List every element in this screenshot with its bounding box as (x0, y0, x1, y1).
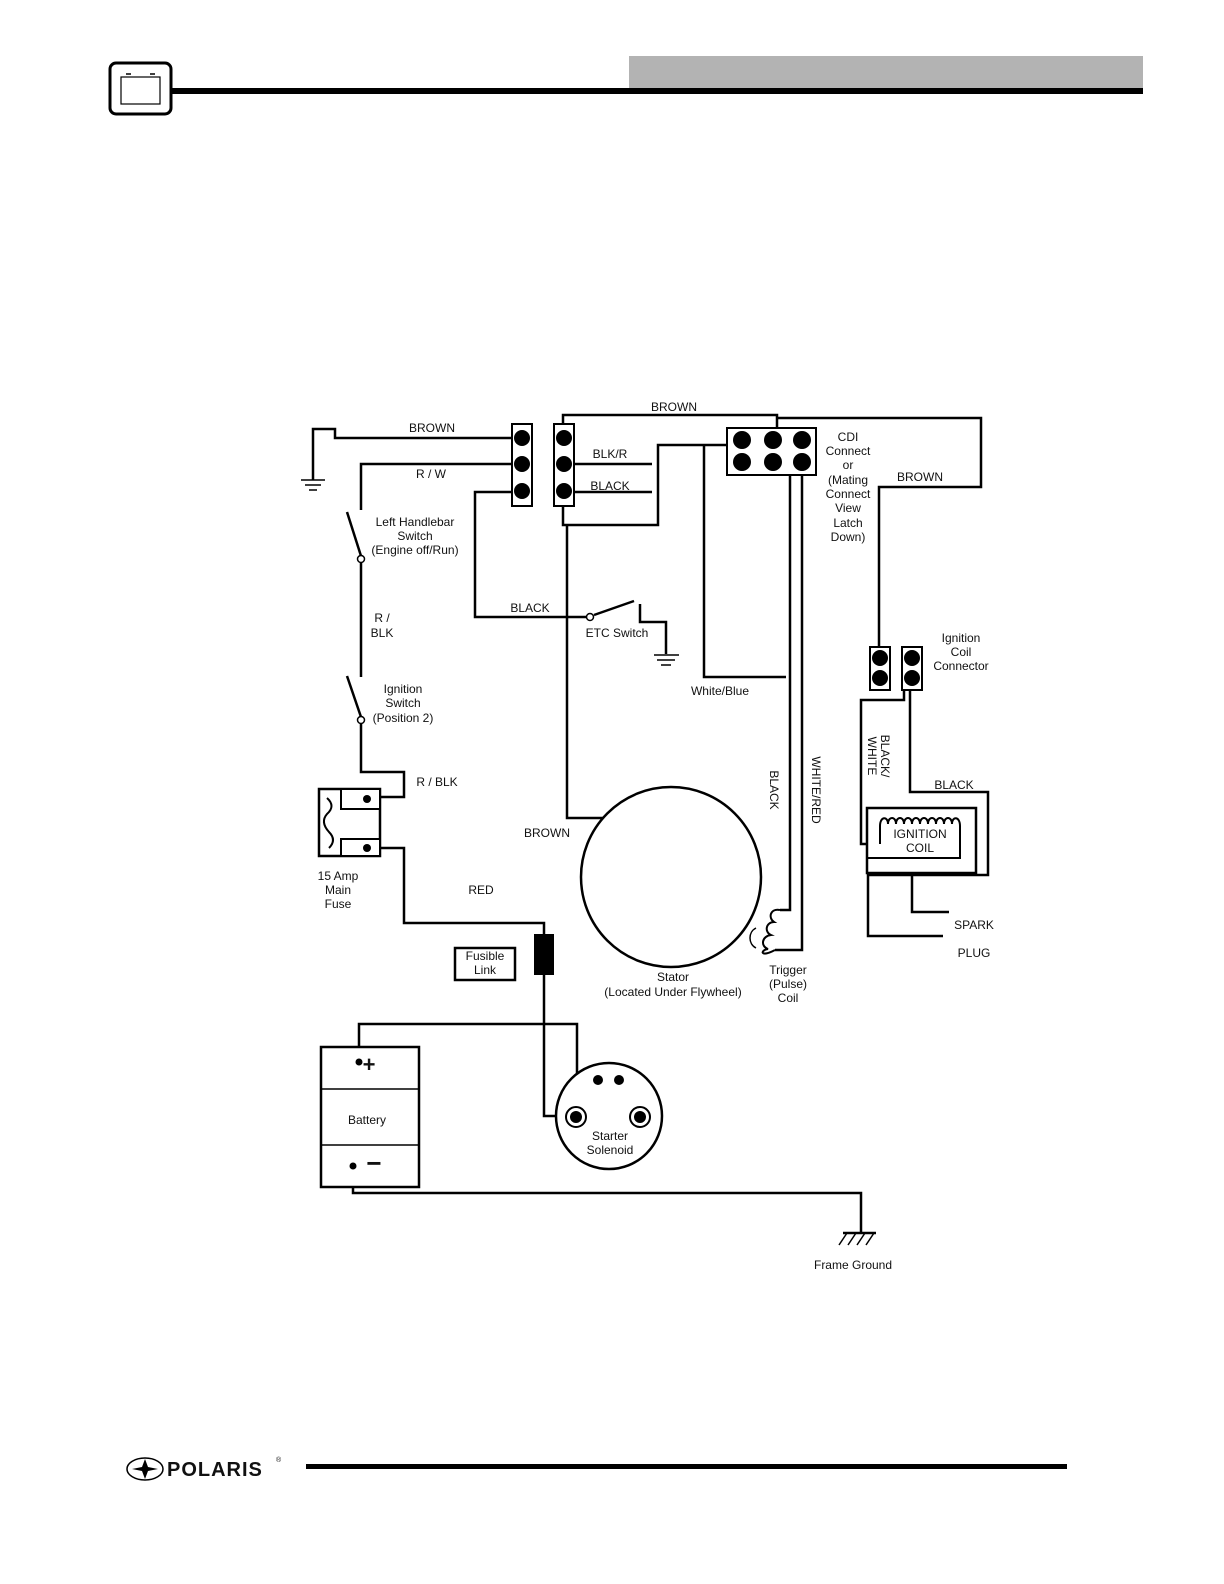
svg-text:Connect: Connect (826, 487, 871, 501)
svg-text:BLACK/: BLACK/ (878, 735, 892, 778)
ground-symbol-etc (638, 612, 679, 666)
svg-text:(Mating: (Mating (828, 473, 868, 487)
svg-text:WHITE: WHITE (865, 737, 879, 776)
polaris-registered-mark: ® (276, 1456, 282, 1464)
footer-rule (306, 1464, 1067, 1469)
label-stator: Stator (Located Under Flywheel) (604, 970, 741, 999)
svg-text:or: or (843, 458, 854, 472)
label-brown-right: BROWN (897, 470, 943, 484)
polaris-logo: POLARIS ® (126, 1456, 282, 1481)
starter-solenoid (554, 1061, 664, 1171)
connector-right-3pin (553, 423, 575, 507)
svg-text:Fusible: Fusible (466, 949, 505, 963)
svg-text:Down): Down) (831, 530, 866, 544)
svg-text:Switch: Switch (397, 529, 432, 543)
header-rule (172, 88, 1143, 94)
connector-left-3pin (511, 423, 533, 507)
label-starter-solenoid: Starter Solenoid (587, 1129, 634, 1157)
label-r-blk-low: R / BLK (416, 775, 457, 789)
label-spark: SPARK (954, 918, 994, 932)
label-black-coil: BLACK (934, 778, 973, 792)
main-fuse (317, 787, 382, 858)
label-black-vertical: BLACK (767, 770, 781, 809)
fusible-link (453, 934, 554, 982)
label-blkr: BLK/R (593, 447, 628, 461)
frame-ground-symbol (838, 1231, 876, 1246)
svg-text:(Pulse): (Pulse) (769, 977, 807, 991)
label-rw: R / W (416, 467, 447, 481)
svg-text:COIL: COIL (906, 841, 934, 855)
svg-text:Ignition: Ignition (384, 682, 423, 696)
label-etc-switch: ETC Switch (586, 626, 649, 640)
svg-text:Latch: Latch (833, 516, 862, 530)
etc-switch (585, 599, 642, 622)
label-fusible-link: Fusible Link (466, 949, 505, 977)
svg-text:R /: R / (374, 611, 390, 625)
svg-text:Coil: Coil (778, 991, 799, 1005)
label-handlebar-switch: Left Handlebar Switch (Engine off/Run) (371, 515, 458, 557)
label-battery: Battery (348, 1113, 386, 1127)
svg-text:Coil: Coil (951, 645, 972, 659)
label-red: RED (468, 883, 494, 897)
battery-icon (108, 61, 173, 116)
ignition-coil-connector (869, 646, 923, 691)
battery-plus-sign: + (363, 1052, 376, 1077)
ignition-switch (345, 669, 366, 725)
svg-text:(Engine off/Run): (Engine off/Run) (371, 543, 458, 557)
svg-text:15 Amp: 15 Amp (318, 869, 359, 883)
label-fuse: 15 Amp Main Fuse (318, 869, 359, 911)
label-brown-stator: BROWN (524, 826, 570, 840)
svg-text:Fuse: Fuse (325, 897, 352, 911)
svg-text:View: View (835, 501, 861, 515)
battery (319, 1045, 421, 1189)
svg-text:Trigger: Trigger (769, 963, 807, 977)
svg-text:Connector: Connector (933, 659, 988, 673)
cdi-connector (726, 427, 817, 476)
ground-symbol-left (301, 479, 325, 491)
svg-text:Starter: Starter (592, 1129, 628, 1143)
label-frame-ground: Frame Ground (814, 1258, 892, 1272)
svg-text:Main: Main (325, 883, 351, 897)
ignition-coil (865, 806, 978, 875)
label-brown-top: BROWN (651, 400, 697, 414)
svg-text:Solenoid: Solenoid (587, 1143, 634, 1157)
svg-text:Link: Link (474, 963, 497, 977)
svg-text:Ignition: Ignition (942, 631, 981, 645)
svg-text:Stator: Stator (657, 970, 689, 984)
label-white-blue: White/Blue (691, 684, 749, 698)
svg-text:CDI: CDI (838, 430, 859, 444)
header-tab (629, 56, 1143, 89)
label-black-white: BLACK/ WHITE (865, 735, 892, 778)
label-r-blk-mid: R / BLK (371, 611, 394, 640)
wires (311, 413, 990, 1232)
label-brown-left: BROWN (409, 421, 455, 435)
label-black-top: BLACK (590, 479, 629, 493)
label-black-etc: BLACK (510, 601, 549, 615)
svg-text:IGNITION: IGNITION (893, 827, 946, 841)
battery-minus-sign: − (366, 1148, 381, 1178)
svg-text:Switch: Switch (385, 696, 420, 710)
label-cdi: CDI Connect or (Mating Connect View Latc… (826, 430, 871, 544)
trigger-coil (749, 908, 781, 955)
svg-text:Connect: Connect (826, 444, 871, 458)
label-white-red-vertical: WHITE/RED (809, 756, 823, 824)
svg-text:(Position 2): (Position 2) (373, 711, 434, 725)
label-ignition-switch: Ignition Switch (Position 2) (373, 682, 434, 725)
stator (579, 785, 763, 969)
label-ignition-coil-connector: Ignition Coil Connector (933, 631, 988, 673)
svg-text:Left Handlebar: Left Handlebar (376, 515, 455, 529)
left-handlebar-switch (345, 500, 366, 564)
label-plug: PLUG (958, 946, 991, 960)
label-trigger-coil: Trigger (Pulse) Coil (769, 963, 807, 1005)
polaris-logo-text: POLARIS (167, 1459, 263, 1481)
svg-text:BLK: BLK (371, 626, 394, 640)
label-ignition-coil: IGNITION COIL (893, 827, 946, 855)
svg-text:(Located Under Flywheel): (Located Under Flywheel) (604, 985, 741, 999)
